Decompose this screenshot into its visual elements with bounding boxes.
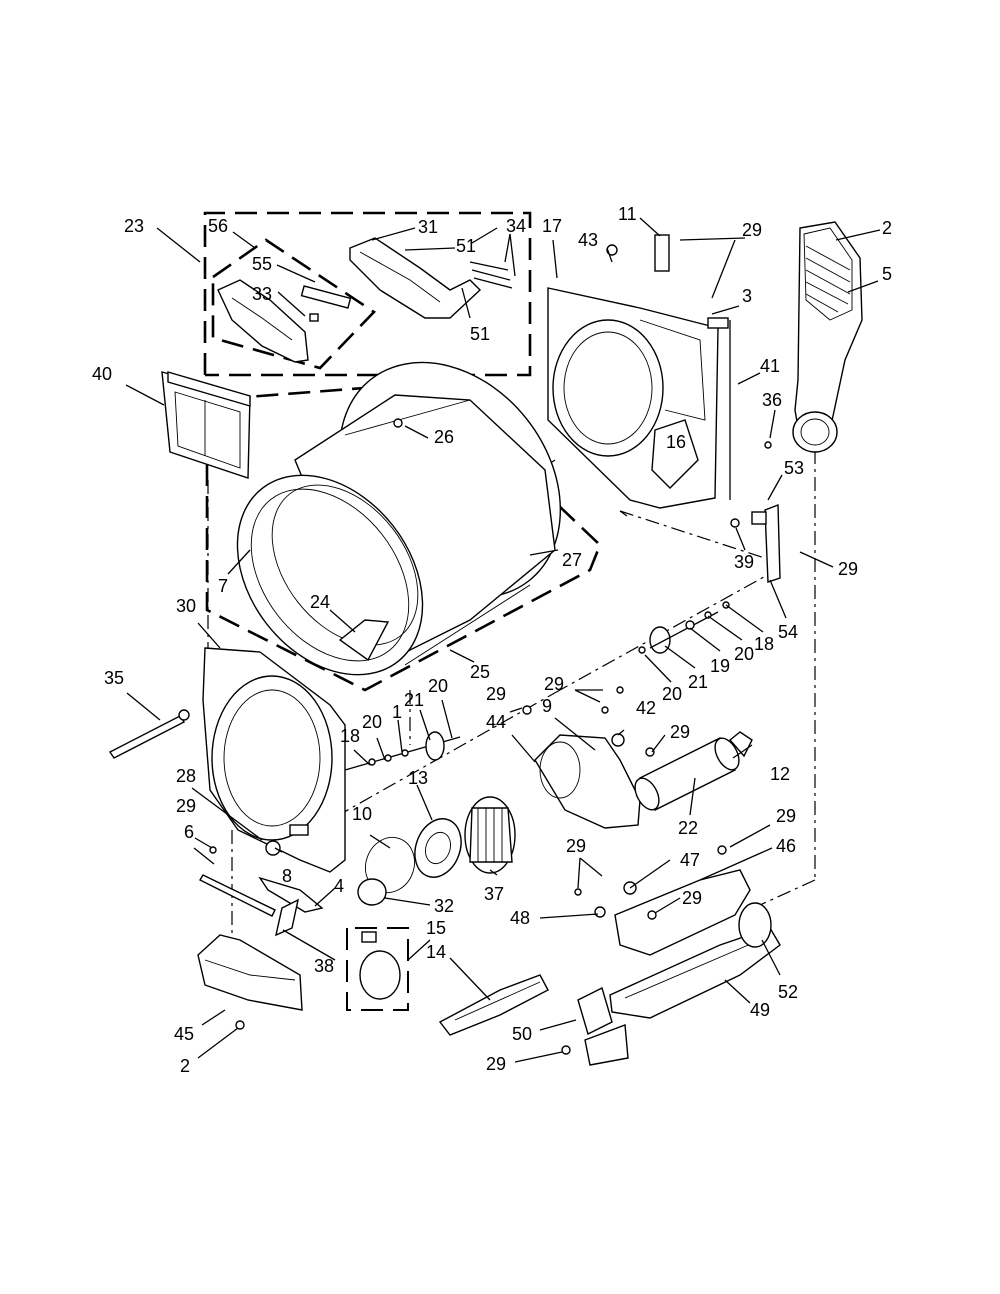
callout-29h: 29	[566, 836, 586, 856]
callout-23: 23	[124, 216, 144, 236]
callout-24: 24	[310, 592, 330, 612]
callout-18a: 18	[754, 634, 774, 654]
callout-50: 50	[512, 1024, 532, 1044]
bearing-housing-part	[357, 818, 462, 906]
callout-35: 35	[104, 668, 124, 688]
base-tray-part	[438, 974, 549, 1036]
callout-29j: 29	[486, 1054, 506, 1074]
callout-29f: 29	[176, 796, 196, 816]
callout-28: 28	[176, 766, 196, 786]
callout-20b: 20	[662, 684, 682, 704]
callout-34: 34	[506, 216, 526, 236]
lint-screen-part	[161, 371, 251, 479]
callout-52: 52	[778, 982, 798, 1002]
burner-assembly-part	[574, 845, 781, 1019]
callout-2b: 2	[180, 1056, 190, 1076]
callout-51b: 51	[470, 324, 490, 344]
callout-20c: 20	[428, 676, 448, 696]
callout-29e: 29	[670, 722, 690, 742]
callout-29g: 29	[776, 806, 796, 826]
callout-53: 53	[784, 458, 804, 478]
callout-labels: 23 56 55 33 31 51 34 51 17 43 11 29 3 2 …	[92, 204, 892, 1076]
callout-29b: 29	[838, 559, 858, 579]
callout-20a: 20	[734, 644, 754, 664]
callout-45: 45	[174, 1024, 194, 1044]
callout-55: 55	[252, 254, 272, 274]
callout-10: 10	[352, 804, 372, 824]
callout-20d: 20	[362, 712, 382, 732]
callout-49: 49	[750, 1000, 770, 1020]
callout-33: 33	[252, 284, 272, 304]
shaft-hardware-right	[638, 601, 730, 654]
callout-14: 14	[426, 942, 446, 962]
callout-15: 15	[426, 918, 446, 938]
front-bulkhead-part	[202, 647, 346, 873]
callout-18b: 18	[340, 726, 360, 746]
drum-part	[236, 361, 562, 676]
callout-2a: 2	[882, 218, 892, 238]
rear-bulkhead-part	[547, 234, 731, 509]
callout-40: 40	[92, 364, 112, 384]
callout-21b: 21	[404, 690, 424, 710]
callout-6: 6	[184, 822, 194, 842]
lamp-housing-part	[217, 279, 352, 363]
leader-lines	[125, 217, 881, 1063]
adjustment-rod-part	[108, 709, 190, 759]
sensor-bracket-part	[349, 237, 513, 319]
fan-housing-part	[522, 686, 641, 829]
callout-54: 54	[778, 622, 798, 642]
callout-42: 42	[636, 698, 656, 718]
callout-8: 8	[282, 866, 292, 886]
callout-3: 3	[742, 286, 752, 306]
callout-47: 47	[680, 850, 700, 870]
callout-26: 26	[434, 427, 454, 447]
callout-51a: 51	[456, 236, 476, 256]
callout-43: 43	[578, 230, 598, 250]
callout-27: 27	[562, 550, 582, 570]
shaft-hardware-left	[344, 731, 461, 771]
callout-38: 38	[314, 956, 334, 976]
callout-41: 41	[760, 356, 780, 376]
callout-11: 11	[618, 204, 637, 224]
callout-4: 4	[334, 876, 344, 896]
front-duct-part	[197, 934, 303, 1030]
heater-duct-part	[634, 731, 753, 811]
callout-32: 32	[434, 896, 454, 916]
callout-22: 22	[678, 818, 698, 838]
callout-48: 48	[510, 908, 530, 928]
idler-assembly-part	[199, 840, 324, 937]
callout-9: 9	[542, 696, 552, 716]
blower-wheel-part	[464, 796, 516, 874]
callout-12: 12	[770, 764, 790, 784]
callout-17: 17	[542, 216, 562, 236]
callout-29i: 29	[682, 888, 702, 908]
sub-kit-boundary	[211, 238, 377, 370]
callout-21a: 21	[688, 672, 708, 692]
callout-7: 7	[218, 576, 228, 596]
callout-37: 37	[484, 884, 504, 904]
callout-56: 56	[208, 216, 228, 236]
callout-30: 30	[176, 596, 196, 616]
callout-25: 25	[470, 662, 490, 682]
callout-19: 19	[710, 656, 730, 676]
callout-16: 16	[666, 432, 686, 452]
callout-29a: 29	[742, 220, 762, 240]
callout-29d: 29	[544, 674, 564, 694]
callout-46: 46	[776, 836, 796, 856]
rear-panel-part	[792, 221, 863, 453]
callout-44: 44	[486, 712, 506, 732]
callout-1: 1	[392, 702, 402, 722]
bracket-54-part	[730, 441, 781, 583]
callout-5: 5	[882, 264, 892, 284]
bracket-50-part	[561, 986, 629, 1066]
callout-39: 39	[734, 552, 754, 572]
callout-13: 13	[408, 768, 428, 788]
callout-36: 36	[762, 390, 782, 410]
kit-15-box	[346, 927, 409, 1011]
callout-29c: 29	[486, 684, 506, 704]
callout-31: 31	[418, 217, 438, 237]
